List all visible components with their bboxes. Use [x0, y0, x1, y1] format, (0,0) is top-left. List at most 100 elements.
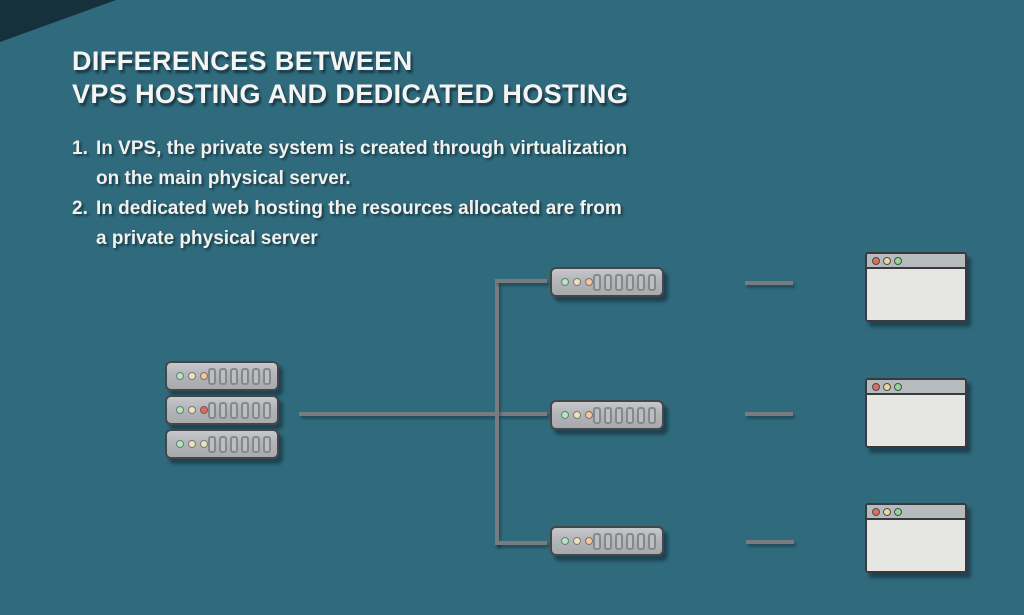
stack-server-unit-2 — [165, 395, 279, 425]
vent-slot — [219, 435, 227, 453]
vent-slot — [252, 367, 260, 385]
page-title: DIFFERENCES BETWEEN VPS HOSTING AND DEDI… — [72, 45, 628, 111]
vent-slot — [241, 435, 249, 453]
cream-led-icon — [573, 537, 581, 545]
connector-branch-top — [495, 279, 547, 283]
orange-led-icon — [585, 411, 593, 419]
window-content — [867, 395, 965, 446]
vent-slot — [252, 435, 260, 453]
browser-window-top — [865, 252, 967, 322]
orange-led-icon — [200, 372, 208, 380]
note-number-2: 2. — [72, 198, 88, 219]
cream-led-icon — [200, 440, 208, 448]
vent-slot — [615, 273, 623, 291]
red-window-dot-icon — [872, 256, 880, 265]
led-lights — [561, 411, 593, 419]
browser-window-bottom — [865, 503, 967, 573]
vent-slot — [648, 406, 656, 424]
title-line-1: DIFFERENCES BETWEEN — [72, 46, 413, 76]
yellow-window-dot-icon — [883, 256, 891, 265]
title-line-2: VPS HOSTING AND DEDICATED HOSTING — [72, 79, 629, 109]
window-titlebar — [867, 254, 965, 269]
window-buttons — [872, 507, 902, 516]
yellow-window-dot-icon — [883, 507, 891, 516]
green-led-icon — [176, 372, 184, 380]
note-text-1: In VPS, the private system is created th… — [96, 134, 627, 194]
vent-slot — [208, 401, 216, 419]
led-lights — [561, 537, 593, 545]
cream-led-icon — [573, 411, 581, 419]
note-2-line-2: a private physical server — [96, 228, 318, 249]
connector-dash-bottom — [746, 540, 794, 544]
green-window-dot-icon — [894, 507, 902, 516]
vent-slot — [241, 401, 249, 419]
red-window-dot-icon — [872, 382, 880, 391]
connector-dash-middle — [745, 412, 793, 416]
notes-list: 1. In VPS, the private system is created… — [72, 134, 627, 254]
led-lights — [176, 406, 208, 414]
vent-slots — [593, 406, 656, 424]
vent-slot — [648, 532, 656, 550]
orange-led-icon — [585, 537, 593, 545]
window-titlebar — [867, 380, 965, 395]
green-led-icon — [176, 440, 184, 448]
vent-slot — [626, 406, 634, 424]
green-window-dot-icon — [894, 382, 902, 391]
cream-led-icon — [573, 278, 581, 286]
note-text-2: In dedicated web hosting the resources a… — [96, 194, 622, 254]
red-window-dot-icon — [872, 507, 880, 516]
window-buttons — [872, 382, 902, 391]
window-buttons — [872, 256, 902, 265]
green-led-icon — [561, 278, 569, 286]
vent-slot — [208, 367, 216, 385]
vent-slot — [230, 401, 238, 419]
vent-slots — [208, 435, 271, 453]
window-titlebar — [867, 505, 965, 520]
stack-server-unit-3 — [165, 429, 279, 459]
orange-led-icon — [585, 278, 593, 286]
vent-slot — [593, 273, 601, 291]
connector-main-horizontal — [299, 412, 547, 416]
note-item-1: 1. In VPS, the private system is created… — [72, 134, 627, 194]
vent-slot — [648, 273, 656, 291]
vps-server-top — [550, 267, 664, 297]
green-led-icon — [561, 411, 569, 419]
connector-dash-top — [745, 281, 793, 285]
vent-slot — [637, 532, 645, 550]
vent-slot — [263, 435, 271, 453]
vent-slot — [615, 406, 623, 424]
vent-slot — [604, 406, 612, 424]
connector-branch-bottom — [495, 541, 547, 545]
browser-window-middle — [865, 378, 967, 448]
vent-slot — [615, 532, 623, 550]
vent-slot — [604, 273, 612, 291]
vent-slots — [593, 273, 656, 291]
note-item-2: 2. In dedicated web hosting the resource… — [72, 194, 627, 254]
note-1-line-1: In VPS, the private system is created th… — [96, 138, 628, 159]
led-lights — [176, 372, 208, 380]
vent-slot — [230, 367, 238, 385]
vent-slot — [637, 406, 645, 424]
red-led-icon — [200, 406, 208, 414]
yellow-window-dot-icon — [883, 382, 891, 391]
window-content — [867, 520, 965, 571]
physical-server-stack — [165, 361, 279, 463]
vent-slot — [252, 401, 260, 419]
green-led-icon — [176, 406, 184, 414]
green-led-icon — [561, 537, 569, 545]
vent-slot — [219, 401, 227, 419]
note-1-line-2: on the main physical server. — [96, 168, 351, 189]
connector-trunk-vertical — [495, 279, 499, 545]
led-lights — [561, 278, 593, 286]
vent-slot — [626, 273, 634, 291]
vent-slots — [593, 532, 656, 550]
vent-slot — [208, 435, 216, 453]
vent-slot — [593, 532, 601, 550]
vent-slot — [263, 367, 271, 385]
corner-accent — [0, 0, 116, 42]
stack-server-unit-1 — [165, 361, 279, 391]
cream-led-icon — [188, 372, 196, 380]
vps-server-bottom — [550, 526, 664, 556]
cream-led-icon — [188, 406, 196, 414]
